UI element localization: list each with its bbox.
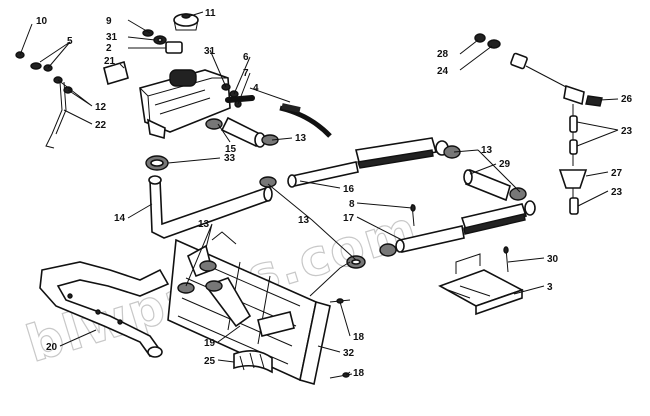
callout-30: 30 — [547, 254, 559, 265]
radiator-hoses — [177, 244, 295, 337]
callout-3: 3 — [547, 282, 553, 293]
callout-21: 21 — [104, 56, 116, 67]
callout-25: 25 — [204, 356, 216, 367]
callout-20: 20 — [46, 342, 58, 353]
clamp-13-mid — [346, 255, 366, 269]
tank-cap — [173, 13, 199, 31]
callout-22: 22 — [95, 120, 107, 131]
callout-18-lower: 18 — [353, 368, 365, 379]
clamp-33 — [145, 155, 169, 171]
coolant-tank — [139, 69, 231, 140]
callout-labels: 10 9 11 5 31 2 31 6 7 21 4 12 22 15 13 3… — [36, 8, 633, 379]
clamp-25 — [233, 350, 273, 374]
heat-exchanger-upper — [287, 137, 461, 188]
callout-13-left: 13 — [198, 219, 210, 230]
cap-washers — [142, 29, 183, 54]
callout-5: 5 — [67, 36, 73, 47]
callout-7: 7 — [243, 68, 249, 79]
decal-21 — [103, 60, 129, 86]
callout-2: 2 — [106, 43, 112, 54]
long-hose-20 — [39, 261, 170, 358]
callout-24: 24 — [437, 66, 449, 77]
callout-17: 17 — [343, 213, 355, 224]
callout-13-center: 13 — [298, 215, 310, 226]
callout-29: 29 — [499, 159, 511, 170]
callout-28: 28 — [437, 49, 449, 60]
short-hose-15 — [205, 116, 279, 148]
tank-bracket — [15, 51, 73, 149]
callout-26: 26 — [621, 94, 633, 105]
callout-12: 12 — [95, 102, 107, 113]
bracket-3 — [438, 246, 525, 316]
callout-13-right: 13 — [481, 145, 493, 156]
callout-31-left: 31 — [106, 32, 118, 43]
callout-8: 8 — [349, 199, 355, 210]
callout-33: 33 — [224, 153, 236, 164]
callout-31-right: 31 — [204, 46, 216, 57]
callout-23-bottom: 23 — [611, 187, 623, 198]
callout-16: 16 — [343, 184, 355, 195]
callout-15: 15 — [225, 144, 237, 155]
callout-18-upper: 18 — [353, 332, 365, 343]
callout-14: 14 — [114, 213, 126, 224]
callout-32: 32 — [343, 348, 355, 359]
callout-11: 11 — [205, 8, 216, 19]
callout-19: 19 — [204, 338, 216, 349]
elbow-hose-14 — [148, 175, 277, 239]
callout-6: 6 — [243, 52, 249, 63]
callout-27: 27 — [611, 168, 623, 179]
callout-4: 4 — [253, 83, 259, 94]
leader-lines — [19, 11, 619, 376]
callout-9: 9 — [106, 16, 112, 27]
fitting-assembly — [474, 33, 603, 215]
screws-18 — [329, 298, 353, 379]
callout-13-top: 13 — [295, 133, 307, 144]
hose-29 — [463, 168, 527, 202]
callout-23-top: 23 — [621, 126, 633, 137]
callout-10: 10 — [36, 16, 48, 27]
